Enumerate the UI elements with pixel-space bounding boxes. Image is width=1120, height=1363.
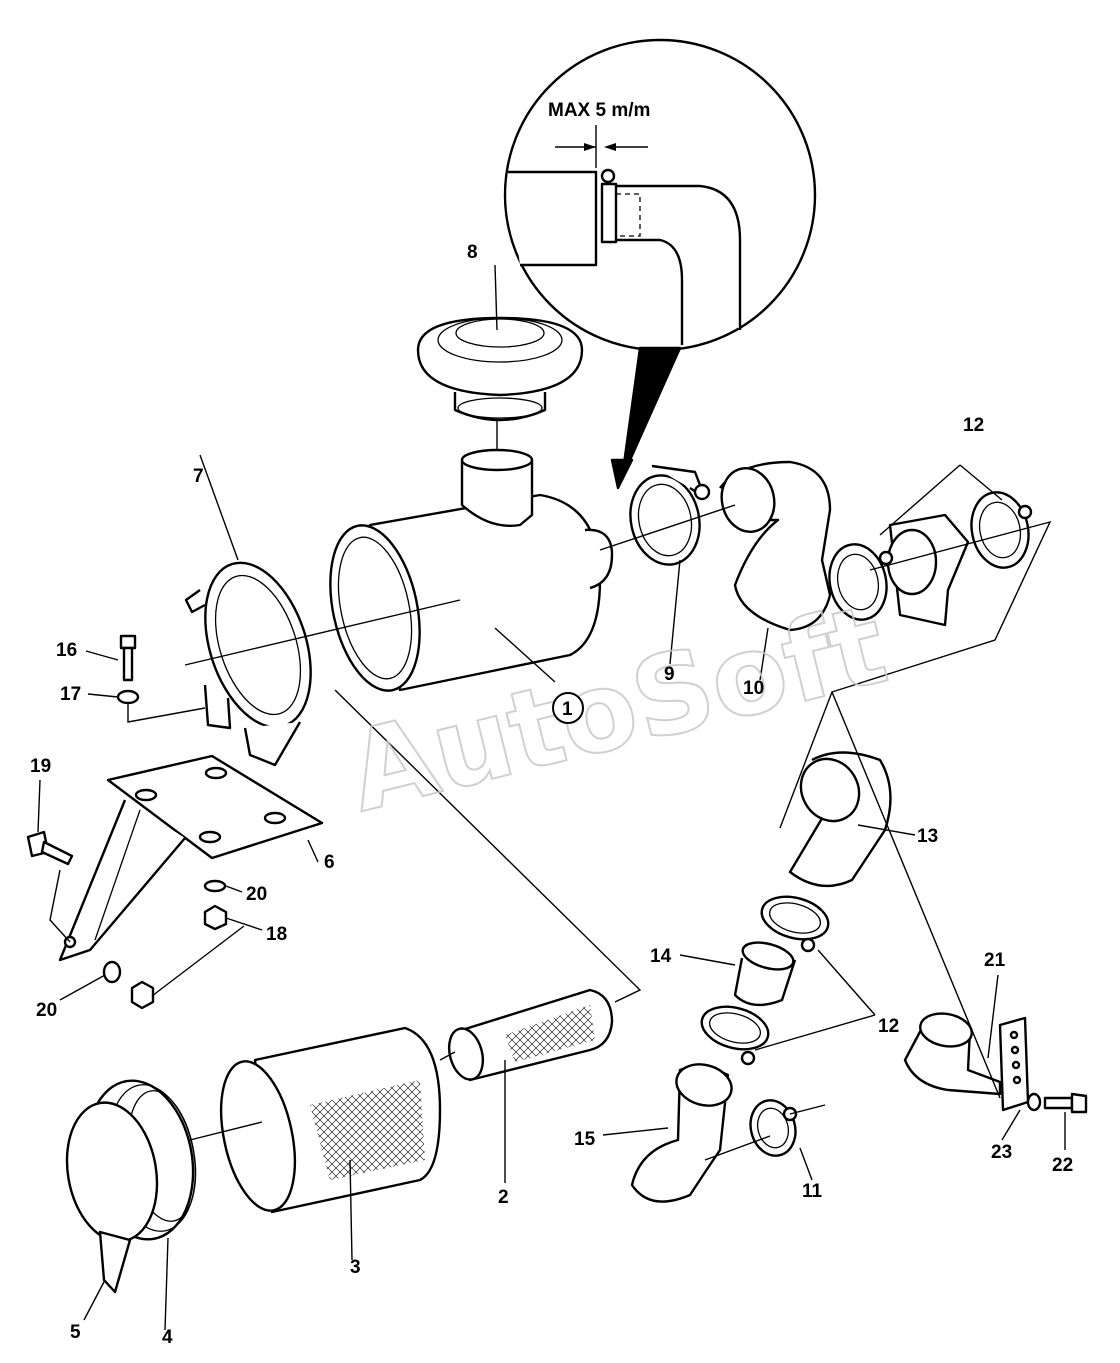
elbow-hose-13 [788, 751, 892, 888]
callout-12-bottom: 12 [878, 1016, 899, 1037]
callout-17: 17 [60, 684, 81, 705]
callout-21: 21 [984, 950, 1006, 971]
callout-23: 23 [991, 1142, 1012, 1163]
callout-14: 14 [650, 946, 672, 967]
hose-clamp-12-lower [700, 1005, 770, 1066]
callout-4: 4 [162, 1327, 173, 1348]
callout-12-top: 12 [963, 415, 984, 436]
max-gap-label: MAX 5 m/m [548, 100, 650, 121]
bolt-16 [116, 634, 140, 705]
callout-19: 19 [30, 756, 51, 777]
mounting-band [184, 561, 312, 767]
end-cover [65, 1079, 197, 1294]
callout-2: 2 [498, 1187, 509, 1208]
callout-11: 11 [802, 1181, 823, 1202]
air-cleaner-body [329, 448, 614, 692]
callout-18: 18 [266, 924, 287, 945]
callout-8: 8 [467, 242, 478, 263]
bolt-22 [1043, 1092, 1088, 1114]
callout-3: 3 [350, 1257, 361, 1278]
washer-20-lower [102, 960, 122, 984]
callout-labels: 1 2 3 4 5 6 7 8 9 10 11 12 12 13 14 15 1… [30, 242, 1073, 1348]
detail-magnifier: MAX 5 m/m [503, 38, 817, 490]
hose-clamp-9 [629, 464, 711, 566]
callout-7: 7 [193, 466, 204, 487]
callout-20-upper: 20 [246, 884, 267, 905]
safety-filter-element [447, 988, 614, 1082]
washer-20-upper [203, 879, 227, 893]
callout-6: 6 [324, 852, 335, 873]
callout-5: 5 [70, 1322, 81, 1343]
elbow-hose-15 [630, 1063, 733, 1203]
flange-clamp-12 [828, 491, 1033, 627]
callout-1: 1 [562, 699, 573, 720]
primary-filter-element [219, 1026, 442, 1214]
elbow-bracket-21 [903, 1012, 1030, 1112]
callout-9: 9 [664, 664, 675, 685]
callout-16: 16 [56, 640, 77, 661]
callout-10: 10 [743, 678, 764, 699]
callout-22: 22 [1052, 1155, 1073, 1176]
washer-23 [1026, 1092, 1042, 1112]
nut-lower [130, 980, 155, 1010]
leader-lines [37, 264, 1066, 1331]
precleaner-cap [416, 316, 584, 422]
hose-clamp-12-upper [760, 895, 830, 953]
callout-15: 15 [574, 1129, 596, 1150]
elbow-hose-10 [719, 460, 832, 632]
straight-hose-14 [733, 941, 797, 1007]
nut-18 [203, 904, 228, 931]
callout-13: 13 [917, 826, 938, 847]
hose-clamp-11 [749, 1099, 798, 1157]
callout-20-lower: 20 [36, 1000, 57, 1021]
bolt-19 [26, 830, 74, 866]
mounting-bracket [58, 754, 324, 962]
